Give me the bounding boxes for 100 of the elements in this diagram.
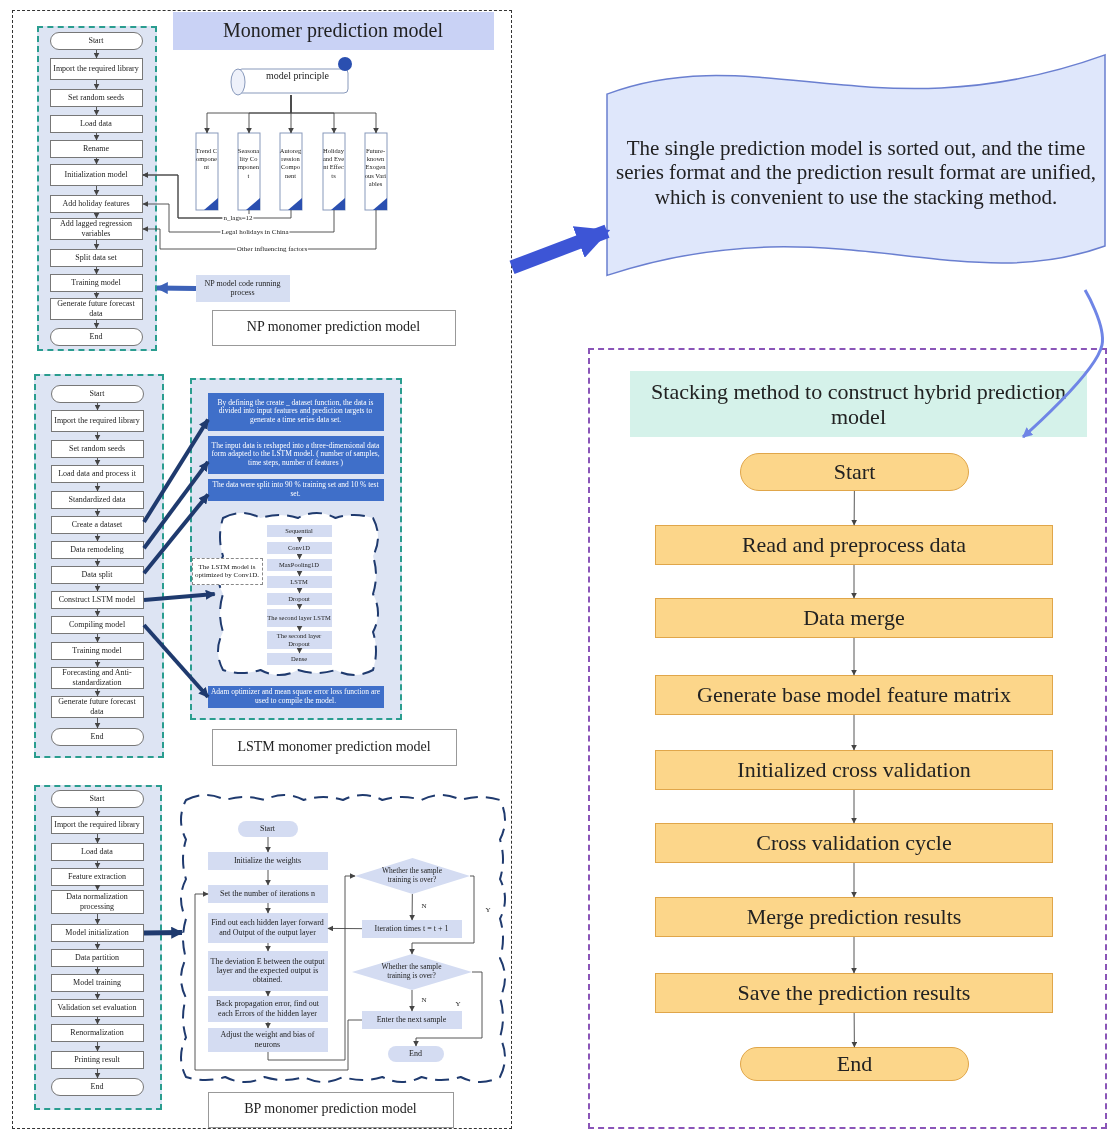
arrow — [265, 990, 271, 997]
process-box: Generate future forecast data — [50, 695, 144, 718]
process-box: Adjust the weight and bias of neurons — [207, 1027, 328, 1052]
process-box: Standardized data — [50, 490, 144, 509]
process-box: Data merge — [655, 598, 1053, 638]
process-box: Renormalization — [50, 1023, 144, 1042]
arrow — [296, 647, 303, 654]
arrow — [94, 457, 101, 466]
arrow — [94, 508, 101, 517]
title-band: Stacking method to construct hybrid prediction model — [630, 371, 1087, 437]
arrow — [94, 402, 101, 411]
terminal-pill: Start — [50, 384, 144, 403]
flowchart-panel — [189, 377, 402, 720]
terminal-pill: End — [49, 327, 143, 346]
terminal-pill: Start — [237, 820, 298, 837]
arrow — [94, 608, 101, 617]
process-box: Training model — [49, 273, 143, 292]
dashed-panel — [12, 10, 512, 1129]
process-box: Feature extraction — [50, 867, 144, 886]
process-box: Create a dataset — [50, 515, 144, 534]
process-box: Initialized cross validation — [655, 750, 1053, 790]
process-box: Load data and process it — [50, 464, 144, 483]
caption-box: BP monomer prediction model — [207, 1091, 454, 1128]
arrow — [94, 941, 101, 950]
arrow — [94, 966, 101, 975]
process-box: Data split — [50, 565, 144, 584]
arrow — [155, 282, 197, 295]
process-box: Enter the next sample — [361, 1010, 462, 1029]
arrow — [94, 558, 101, 567]
process-box: Merge prediction results — [655, 897, 1053, 937]
process-box: Validation set evaluation — [50, 998, 144, 1017]
process-box: The deviation E between the output layer and the expected output is obtained. — [207, 950, 328, 991]
process-box: Generate future forecast data — [49, 297, 143, 320]
process-box: Rename — [49, 139, 143, 158]
arrow — [94, 884, 101, 891]
arrow — [142, 623, 210, 699]
process-box: Set random seeds — [50, 439, 144, 458]
arrow — [296, 536, 303, 543]
caption-box: NP monomer prediction model — [211, 309, 456, 346]
process-box: Training model — [50, 641, 144, 660]
process-box: Construct LSTM model — [50, 590, 144, 609]
process-box: Initialize the weights — [207, 851, 328, 870]
arrow — [143, 926, 184, 939]
arrow — [94, 533, 101, 542]
terminal-pill: End — [50, 727, 144, 746]
arrow — [93, 266, 100, 275]
process-box: Find out each hidden layer forward and Output of the output layer — [207, 912, 328, 943]
arrow — [94, 991, 101, 1000]
process-box: Add lagged regression variables — [49, 217, 143, 240]
process-box: Model initialization — [50, 923, 144, 942]
arrow — [93, 157, 100, 165]
process-box: Save the prediction results — [655, 973, 1053, 1013]
process-box: Iteration times t = t + 1 — [361, 919, 462, 938]
arrow — [296, 603, 303, 610]
arrow — [296, 570, 303, 577]
arrow — [296, 625, 303, 632]
flowchart-panel — [33, 373, 164, 758]
arrow — [509, 224, 611, 274]
dashed-panel — [588, 348, 1107, 1129]
process-box: Split data set — [49, 248, 143, 267]
process-box: Data partition — [50, 948, 144, 967]
arrow — [1022, 289, 1104, 439]
process-box: Data normalization processing — [50, 889, 144, 914]
process-box: Back propagation error, find out each Errors of the hidden layer — [207, 995, 328, 1022]
process-box: Printing result — [50, 1050, 144, 1069]
arrow — [93, 291, 100, 299]
process-box: Compiling model — [50, 615, 144, 634]
process-box: Forecasting and Anti-standardization — [50, 666, 144, 689]
process-box: Initialization model — [49, 163, 143, 186]
terminal-pill: End — [740, 1047, 969, 1081]
process-box: Cross validation cycle — [655, 823, 1053, 863]
caption-box: LSTM monomer prediction model — [211, 728, 457, 766]
terminal-pill: End — [50, 1077, 144, 1096]
terminal-pill: Start — [49, 31, 143, 50]
arrow — [94, 583, 101, 592]
process-box: Model training — [50, 973, 144, 992]
arrow — [94, 1016, 101, 1025]
terminal-pill: Start — [50, 789, 144, 808]
arrow — [142, 493, 210, 575]
process-box: Add holiday features — [49, 194, 143, 213]
arrow — [296, 587, 303, 594]
arrow — [142, 418, 210, 523]
title-band: Monomer prediction model — [172, 11, 494, 50]
arrow — [296, 553, 303, 560]
arrow — [265, 1021, 271, 1029]
terminal-pill: Start — [740, 453, 969, 491]
arrow — [142, 460, 210, 550]
process-box: Data remodeling — [50, 540, 144, 559]
process-box: Import the required library — [50, 815, 144, 834]
arrow — [94, 659, 101, 668]
process-box: Set the number of iterations n — [207, 884, 328, 903]
process-box: Read and preprocess data — [655, 525, 1053, 565]
arrow — [94, 688, 101, 697]
arrow — [93, 212, 100, 219]
flowchart-panel — [33, 784, 162, 1110]
process-box: Load data — [49, 114, 143, 133]
arrow — [143, 589, 216, 602]
note-box: NP model code running process — [195, 274, 290, 302]
process-box: Import the required library — [50, 409, 144, 432]
flowchart-panel — [36, 25, 157, 351]
